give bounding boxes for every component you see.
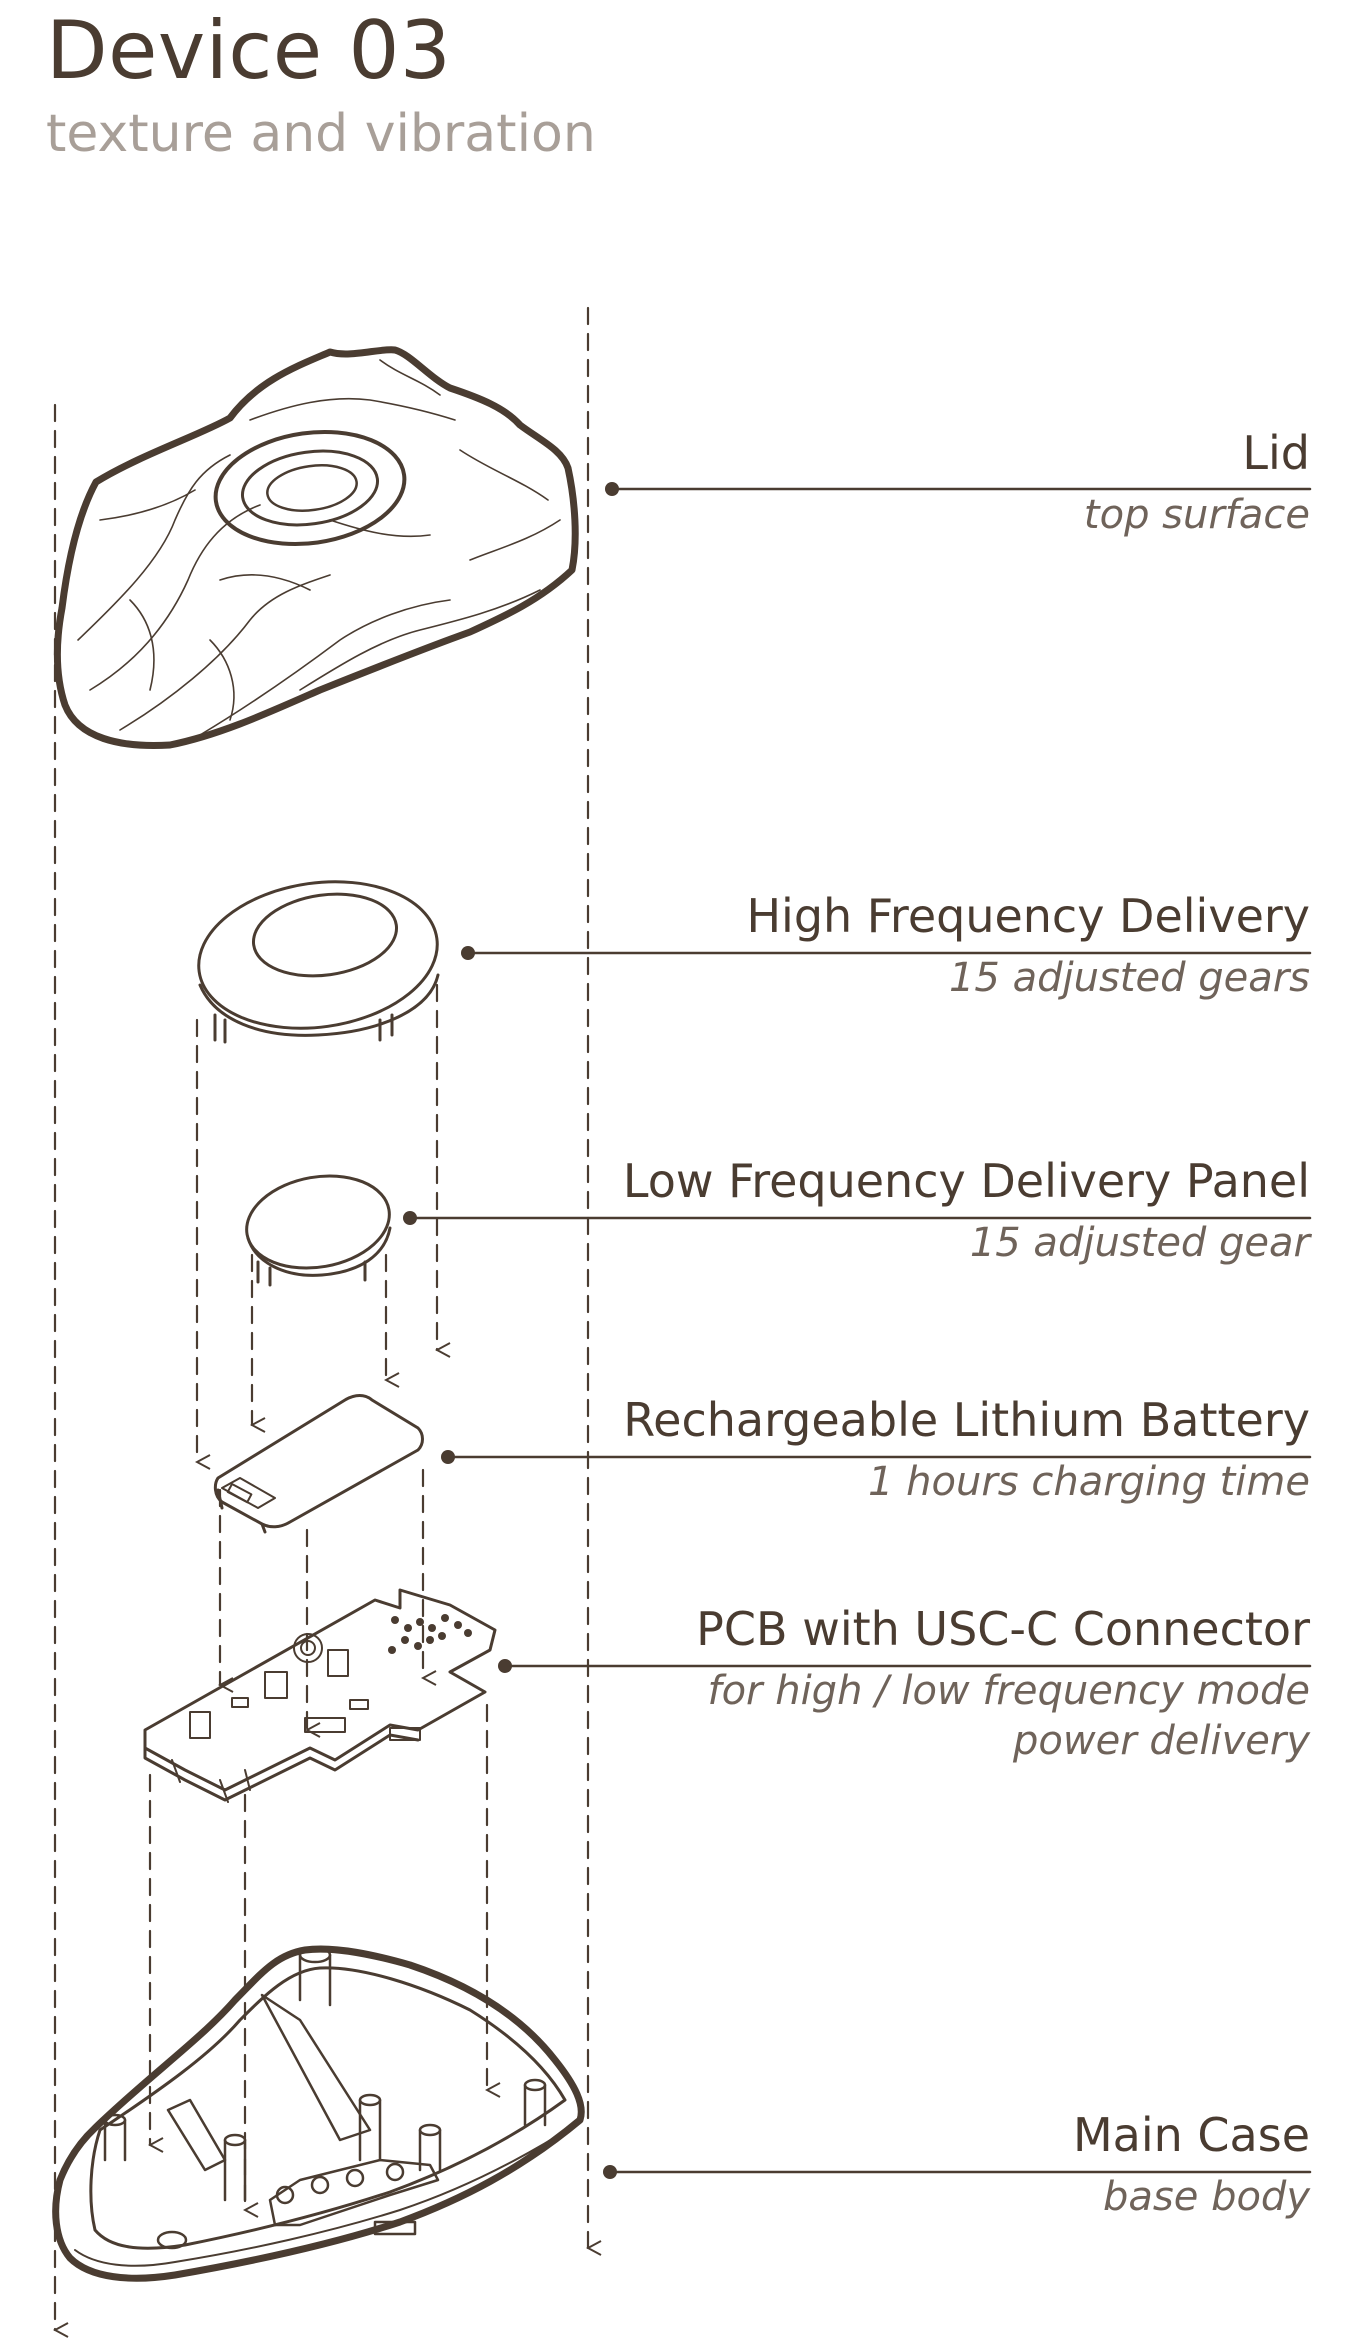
callout-name: Lid (1242, 426, 1310, 480)
callout-desc: 15 adjusted gears (948, 955, 1310, 1001)
callout-desc-line2: power delivery (1013, 1718, 1310, 1764)
callout-high-frequency: High Frequency Delivery 15 adjusted gear… (746, 893, 1310, 1003)
callout-name: PCB with USC-C Connector (696, 1602, 1310, 1656)
battery-illustration (213, 1394, 424, 1534)
high-frequency-ring-illustration (197, 880, 440, 1044)
callout-lid: Lid top surface (1084, 430, 1310, 540)
page-title: Device 03 (46, 4, 452, 97)
callout-dots (403, 482, 619, 2179)
callout-battery: Rechargeable Lithium Battery 1 hours cha… (623, 1397, 1310, 1507)
page-subtitle: texture and vibration (46, 104, 596, 164)
callout-desc: for high / low frequency mode (707, 1668, 1311, 1714)
callout-leaders (408, 487, 1312, 2174)
callout-desc: 15 adjusted gear (969, 1220, 1310, 1266)
callout-desc: top surface (1083, 492, 1310, 538)
callout-name: High Frequency Delivery (746, 889, 1310, 943)
callout-name: Main Case (1072, 2108, 1310, 2162)
low-frequency-panel-illustration (245, 1174, 392, 1287)
callout-main-case: Main Case base body (1073, 2112, 1310, 2222)
callout-pcb: PCB with USC-C Connector for high / low … (696, 1606, 1310, 1766)
lid-illustration (54, 346, 579, 749)
callout-name: Low Frequency Delivery Panel (622, 1154, 1310, 1208)
main-case-illustration (52, 1945, 585, 2282)
callout-low-frequency: Low Frequency Delivery Panel 15 adjusted… (623, 1158, 1310, 1268)
callout-name: Rechargeable Lithium Battery (623, 1393, 1310, 1447)
callout-desc: 1 hours charging time (868, 1459, 1310, 1505)
callout-desc: base body (1103, 2174, 1310, 2220)
pcb-illustration (143, 1588, 497, 1803)
